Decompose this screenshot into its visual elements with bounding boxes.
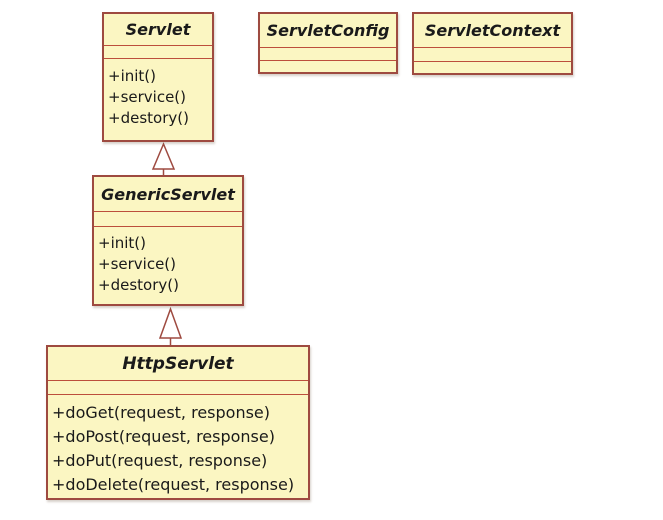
methods-compartment (414, 62, 571, 73)
class-name: ServletContext (414, 14, 571, 48)
class-name: GenericServlet (94, 177, 242, 212)
hollow-triangle-icon (158, 306, 183, 339)
methods-compartment: +doGet(request, response) +doPost(reques… (48, 395, 308, 498)
method-item: +service() (98, 255, 177, 273)
attributes-compartment (94, 212, 242, 227)
generalization-arrow-genericservlet-to-servlet (151, 142, 176, 176)
attributes-compartment (104, 46, 212, 59)
class-box-servletconfig: ServletConfig (258, 12, 398, 74)
generalization-arrow-httpservlet-to-genericservlet (158, 306, 183, 346)
attributes-compartment (260, 48, 396, 61)
method-item: +doPut(request, response) (52, 451, 268, 470)
attributes-compartment (48, 381, 308, 395)
attributes-compartment (414, 48, 571, 62)
methods-compartment: +init() +service() +destory() (104, 59, 212, 140)
class-name: HttpServlet (48, 347, 308, 381)
method-item: +doGet(request, response) (52, 403, 271, 422)
hollow-triangle-icon (151, 142, 176, 170)
method-item: +destory() (108, 109, 189, 127)
class-box-genericservlet: GenericServlet +init() +service() +desto… (92, 175, 244, 306)
method-item: +init() (98, 234, 146, 252)
class-name: Servlet (104, 14, 212, 46)
class-box-httpservlet: HttpServlet +doGet(request, response) +d… (46, 345, 310, 500)
method-item: +destory() (98, 276, 179, 294)
method-item: +doDelete(request, response) (52, 475, 295, 494)
methods-compartment: +init() +service() +destory() (94, 227, 242, 304)
methods-compartment (260, 61, 396, 72)
method-item: +service() (108, 88, 187, 106)
class-box-servlet: Servlet +init() +service() +destory() (102, 12, 214, 142)
method-item: +init() (108, 67, 156, 85)
class-name: ServletConfig (260, 14, 396, 48)
class-box-servletcontext: ServletContext (412, 12, 573, 75)
method-item: +doPost(request, response) (52, 427, 275, 446)
